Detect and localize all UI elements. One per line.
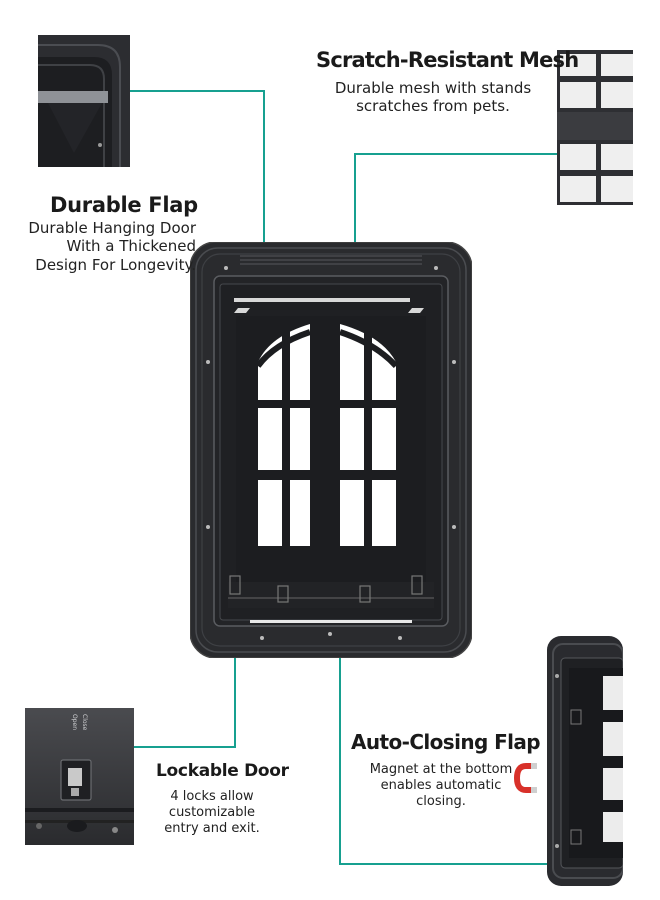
- callout-line-lock-h: [134, 746, 236, 748]
- lockable-door-title: Lockable Door: [156, 761, 289, 781]
- lockable-door-closeup: Open Close: [25, 708, 134, 845]
- lockable-door-description: 4 locks allow customizable entry and exi…: [164, 789, 260, 836]
- auto-closing-description: Magnet at the bottom enables automatic c…: [369, 762, 513, 809]
- callout-line-durable-flap-h: [130, 90, 265, 92]
- callout-line-durable-flap-v: [263, 90, 265, 300]
- auto-closing-closeup: [547, 636, 623, 886]
- callout-line-auto-v: [339, 628, 341, 865]
- lock-label-close: Close: [81, 714, 88, 731]
- auto-closing-title: Auto-Closing Flap: [351, 730, 541, 754]
- durable-flap-title: Durable Flap: [50, 193, 198, 217]
- scratch-mesh-description: Durable mesh with stands scratches from …: [334, 79, 532, 116]
- durable-flap-closeup: [38, 35, 130, 167]
- durable-flap-description: Durable Hanging Door With a Thickened De…: [28, 219, 196, 274]
- scratch-mesh-title: Scratch-Resistant Mesh: [316, 48, 579, 72]
- lock-label-open: Open: [71, 714, 78, 731]
- pet-door-illustration: [190, 242, 472, 658]
- scratch-mesh-closeup: [557, 50, 633, 205]
- callout-line-auto-h: [339, 863, 549, 865]
- callout-line-lock-v: [234, 600, 236, 748]
- magnet-icon: [513, 762, 538, 794]
- callout-line-mesh-h: [354, 153, 557, 155]
